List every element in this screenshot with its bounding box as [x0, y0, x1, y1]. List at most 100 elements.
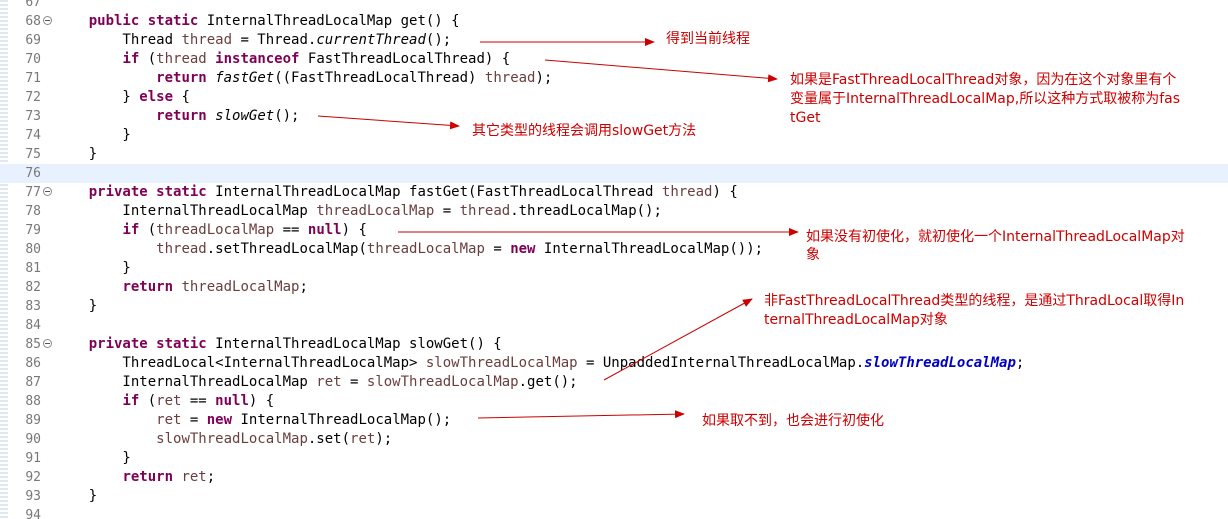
code-line[interactable]: 84	[0, 316, 1228, 335]
line-number: 67	[25, 0, 41, 10]
code-token: null	[215, 393, 249, 409]
code-token: .set(	[307, 431, 351, 447]
line-number: 76	[25, 166, 41, 181]
code-token: .setThreadLocalMap(	[206, 241, 367, 257]
code-line[interactable]: 83 }	[0, 297, 1228, 316]
code-line[interactable]: 78 InternalThreadLocalMap threadLocalMap…	[0, 202, 1228, 221]
code-token: slowGet	[215, 108, 275, 124]
code-token: ) {	[248, 393, 275, 409]
code-token: ==	[181, 393, 216, 409]
code-line[interactable]: 73 return slowGet();	[0, 107, 1228, 126]
code-token: ret	[316, 374, 342, 390]
code-text: thread.setThreadLocalMap(threadLocalMap …	[55, 240, 763, 259]
code-text: }	[55, 449, 130, 468]
fold-toggle-icon[interactable]	[43, 187, 52, 196]
code-line[interactable]: 67	[0, 0, 1228, 12]
code-line[interactable]: 82 return threadLocalMap;	[0, 278, 1228, 297]
code-line[interactable]: 90 slowThreadLocalMap.set(ret);	[0, 430, 1228, 449]
code-text: }	[55, 297, 97, 316]
annotation-threadlocal-line1: 非FastThreadLocalThread类型的线程，是通过ThradLoca…	[764, 293, 1185, 309]
code-text: slowThreadLocalMap.set(ret);	[55, 430, 392, 449]
code-token: ret	[350, 431, 376, 447]
line-number: 70	[25, 52, 41, 67]
code-line[interactable]: 76	[0, 164, 1228, 183]
code-line[interactable]: 91 }	[0, 449, 1228, 468]
code-line[interactable]: 79 if (threadLocalMap == null) {	[0, 221, 1228, 240]
line-number: 68	[25, 14, 41, 29]
code-token: =	[181, 412, 207, 428]
code-line[interactable]: 87 InternalThreadLocalMap ret = slowThre…	[0, 373, 1228, 392]
code-line[interactable]: 75 }	[0, 145, 1228, 164]
code-token: thread	[661, 184, 713, 200]
annotation-threadlocal-line2: ternalThreadLocalMap对象	[764, 312, 948, 328]
code-line[interactable]: 70 if (thread instanceof FastThreadLocal…	[0, 50, 1228, 69]
line-number: 83	[25, 299, 41, 314]
code-token: currentThread	[316, 32, 426, 48]
line-number: 93	[25, 489, 41, 504]
arrow-slowget	[317, 115, 460, 130]
code-token: thread	[181, 32, 233, 48]
code-line[interactable]: 93 }	[0, 487, 1228, 506]
code-line[interactable]: 68 public static InternalThreadLocalMap …	[0, 12, 1228, 31]
code-line[interactable]: 80 thread.setThreadLocalMap(threadLocalM…	[0, 240, 1228, 259]
code-line[interactable]: 81 }	[0, 259, 1228, 278]
code-line[interactable]: 85 private static InternalThreadLocalMap…	[0, 335, 1228, 354]
code-token: ;	[299, 279, 308, 295]
code-token: return	[156, 108, 207, 124]
fold-toggle-icon[interactable]	[43, 339, 52, 348]
code-line[interactable]: 89 ret = new InternalThreadLocalMap();	[0, 411, 1228, 430]
code-token: ThreadLocal<InternalThreadLocalMap>	[55, 355, 426, 371]
code-token: ();	[425, 32, 452, 48]
code-token: instanceof	[215, 51, 300, 67]
code-token: = UnpaddedInternalThreadLocalMap.	[577, 355, 865, 371]
code-token: new	[510, 241, 536, 257]
code-token: else	[139, 89, 174, 105]
line-number: 73	[25, 109, 41, 124]
code-token: slowThreadLocalMap	[366, 374, 519, 390]
code-text: if (ret == null) {	[55, 392, 274, 411]
code-token: ) {	[341, 222, 367, 238]
code-line[interactable]: 88 if (ret == null) {	[0, 392, 1228, 411]
code-text: private static InternalThreadLocalMap fa…	[55, 183, 738, 202]
code-text: if (thread instanceof FastThreadLocalThr…	[55, 50, 510, 69]
code-text: return threadLocalMap;	[55, 278, 308, 297]
code-token: Thread	[55, 32, 182, 48]
code-text: } else {	[55, 88, 189, 107]
line-number: 75	[25, 147, 41, 162]
code-token: ==	[274, 222, 308, 238]
annotation-fastget-line1: 如果是FastThreadLocalThread对象，因为在这个对象里有个	[790, 72, 1177, 88]
code-line[interactable]: 72 } else {	[0, 88, 1228, 107]
code-token: slowThreadLocalMap	[425, 355, 578, 371]
code-line[interactable]: 71 return fastGet((FastThreadLocalThread…	[0, 69, 1228, 88]
code-line[interactable]: 69 Thread thread = Thread.currentThread(…	[0, 31, 1228, 50]
code-line[interactable]: 77 private static InternalThreadLocalMap…	[0, 183, 1228, 202]
code-token: (	[139, 222, 157, 238]
code-token: InternalThreadLocalMap	[55, 203, 317, 219]
code-token: (	[139, 51, 157, 67]
code-token: .threadLocalMap();	[510, 203, 662, 219]
code-token: thread	[459, 203, 511, 219]
line-number: 90	[25, 432, 41, 447]
code-line[interactable]: 86 ThreadLocal<InternalThreadLocalMap> s…	[0, 354, 1228, 373]
code-token: InternalThreadLocalMap());	[535, 241, 764, 257]
code-token: public static	[88, 13, 199, 29]
code-line[interactable]: 74 }	[0, 126, 1228, 145]
code-token: threadLocalMap	[366, 241, 485, 257]
overview-ruler	[0, 0, 8, 519]
code-token: return	[122, 279, 174, 295]
code-token: );	[535, 70, 553, 86]
code-text: return slowGet();	[55, 107, 299, 126]
line-number: 72	[25, 90, 41, 105]
code-token: ;	[1015, 355, 1025, 371]
code-token: threadLocalMap	[156, 222, 275, 238]
line-number: 82	[25, 280, 41, 295]
code-line[interactable]: 94	[0, 506, 1228, 519]
fold-toggle-icon[interactable]	[43, 16, 52, 25]
annotation-init-line2: 象	[806, 247, 820, 263]
line-number: 92	[25, 470, 41, 485]
code-token: fastGet	[215, 70, 275, 86]
code-token: (	[139, 393, 157, 409]
line-number: 88	[25, 394, 41, 409]
code-line[interactable]: 92 return ret;	[0, 468, 1228, 487]
